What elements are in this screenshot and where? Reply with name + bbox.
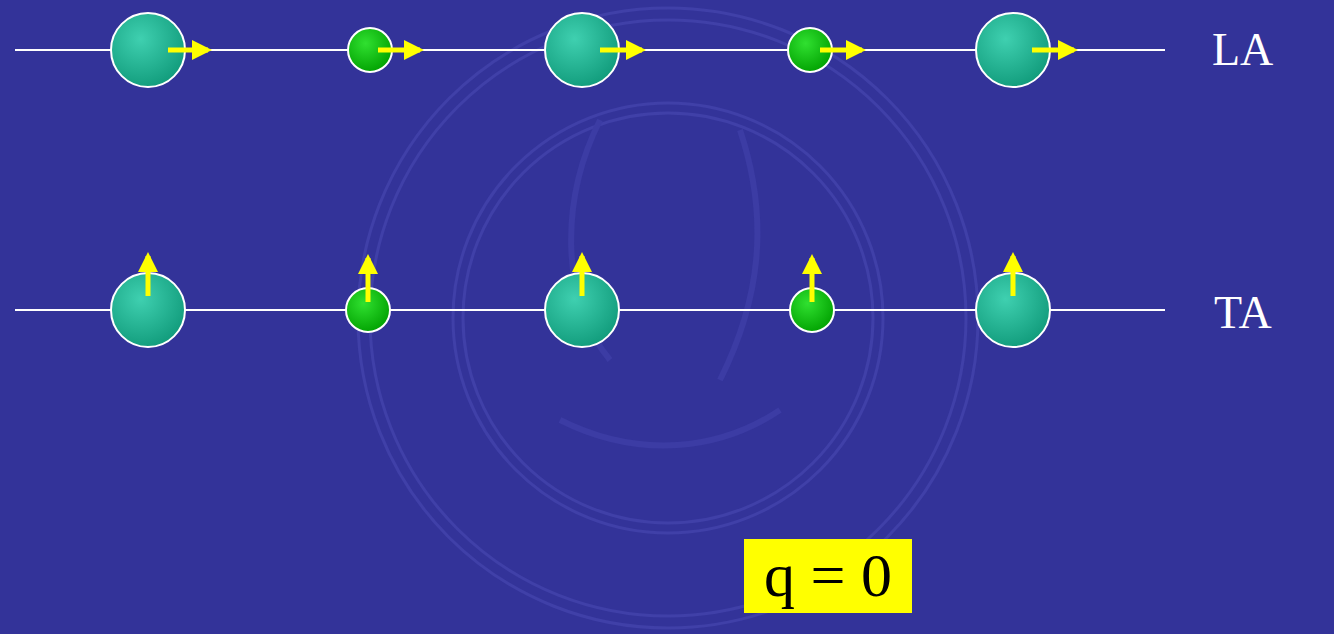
displacement-arrow: [366, 258, 371, 302]
node-text: q = 0: [764, 543, 892, 608]
displacement-arrow: [378, 48, 420, 53]
ta-chain: [15, 256, 1165, 347]
displacement-arrow: [1032, 48, 1074, 53]
la-chain: [15, 13, 1165, 87]
displacement-arrow: [168, 48, 208, 53]
displacement-arrow: [1011, 256, 1016, 296]
wavevector-box: q = 0: [744, 539, 912, 612]
displacement-arrow: [600, 48, 642, 53]
displacement-arrow: [580, 256, 585, 296]
mode-label: TA: [1214, 290, 1272, 336]
displacement-arrow: [146, 256, 151, 296]
emblem-watermark: [358, 8, 978, 628]
displacement-arrow: [810, 258, 815, 302]
mode-label: LA: [1212, 27, 1273, 73]
displacement-arrow: [820, 48, 862, 53]
